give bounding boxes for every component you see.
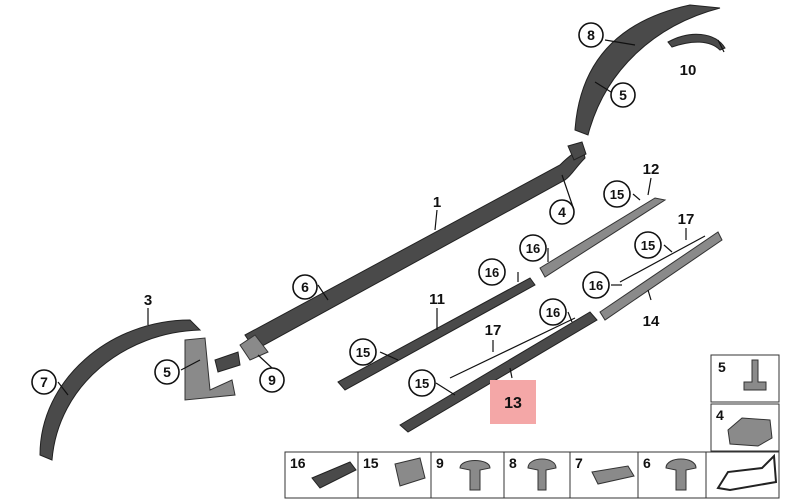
callout-3[interactable]: 3 bbox=[144, 292, 152, 309]
svg-text:4: 4 bbox=[558, 204, 566, 220]
svg-text:14: 14 bbox=[643, 313, 660, 330]
sill-end-bracket bbox=[239, 334, 269, 361]
strip-17-lower bbox=[449, 317, 576, 379]
svg-text:15: 15 bbox=[415, 376, 429, 391]
svg-text:5: 5 bbox=[619, 87, 627, 103]
svg-text:9: 9 bbox=[436, 455, 444, 471]
bottom-strip: 16 15 9 8 7 6 bbox=[284, 451, 780, 499]
callout-1[interactable]: 1 bbox=[433, 194, 441, 211]
callout-5-rear[interactable]: 5 bbox=[610, 82, 636, 108]
svg-text:13: 13 bbox=[504, 395, 522, 412]
highlight-box bbox=[490, 380, 536, 424]
svg-text:17: 17 bbox=[485, 322, 502, 339]
arch-strip-10 bbox=[667, 33, 726, 51]
callout-16-b[interactable]: 16 bbox=[478, 258, 506, 286]
svg-text:6: 6 bbox=[643, 455, 651, 471]
svg-text:5: 5 bbox=[163, 364, 171, 380]
svg-text:16: 16 bbox=[546, 305, 560, 320]
callout-8[interactable]: 8 bbox=[578, 22, 604, 48]
svg-text:7: 7 bbox=[40, 374, 48, 390]
callout-4[interactable]: 4 bbox=[549, 199, 575, 225]
callout-13[interactable]: 13 bbox=[490, 380, 536, 424]
push-pin-6-icon bbox=[665, 458, 697, 491]
arrow-icon bbox=[716, 453, 778, 492]
side-cell-5[interactable] bbox=[710, 354, 780, 403]
bottom-cell-9[interactable] bbox=[430, 451, 505, 499]
svg-text:15: 15 bbox=[610, 187, 624, 202]
callout-9[interactable]: 9 bbox=[259, 367, 285, 393]
svg-text:17: 17 bbox=[678, 211, 695, 228]
svg-text:16: 16 bbox=[589, 278, 603, 293]
callout-15-b[interactable]: 15 bbox=[408, 369, 436, 397]
callout-14[interactable]: 14 bbox=[643, 313, 660, 330]
bottom-cell-8[interactable] bbox=[503, 451, 571, 499]
arch-mount-bracket bbox=[184, 337, 236, 401]
callout-6[interactable]: 6 bbox=[292, 274, 318, 300]
svg-text:15: 15 bbox=[641, 238, 655, 253]
svg-text:11: 11 bbox=[429, 291, 445, 308]
svg-text:12: 12 bbox=[643, 161, 660, 178]
rivet-icon bbox=[743, 359, 767, 391]
svg-text:8: 8 bbox=[509, 455, 517, 471]
clip-15-icon bbox=[394, 457, 426, 487]
svg-text:7: 7 bbox=[575, 455, 583, 471]
clip-7-icon bbox=[591, 465, 635, 485]
clip-nut-icon bbox=[727, 417, 773, 447]
svg-text:16: 16 bbox=[485, 265, 499, 280]
svg-text:5: 5 bbox=[718, 359, 726, 375]
svg-text:4: 4 bbox=[716, 407, 724, 423]
svg-text:16: 16 bbox=[526, 241, 540, 256]
svg-text:15: 15 bbox=[356, 345, 370, 360]
svg-text:9: 9 bbox=[268, 372, 276, 388]
callout-17-b[interactable]: 17 bbox=[678, 211, 695, 228]
wheel-arch-rear bbox=[574, 4, 721, 136]
callout-5-front[interactable]: 5 bbox=[154, 359, 180, 385]
svg-text:16: 16 bbox=[290, 455, 306, 471]
svg-text:6: 6 bbox=[301, 279, 309, 295]
svg-text:1: 1 bbox=[433, 194, 441, 211]
side-sill-1 bbox=[244, 147, 586, 351]
side-strip: 5 4 bbox=[710, 354, 780, 452]
leader-lines bbox=[57, 39, 687, 396]
svg-text:8: 8 bbox=[587, 27, 595, 43]
callout-7[interactable]: 7 bbox=[31, 369, 57, 395]
clip-16-icon bbox=[311, 461, 357, 489]
callout-15-d[interactable]: 15 bbox=[634, 231, 662, 259]
callout-17-a[interactable]: 17 bbox=[485, 322, 502, 339]
moulding-13 bbox=[399, 311, 598, 433]
moulding-14 bbox=[599, 231, 723, 321]
bottom-cell-6[interactable] bbox=[637, 451, 707, 499]
callout-15-c[interactable]: 15 bbox=[603, 180, 631, 208]
strip-17-upper bbox=[619, 235, 706, 283]
moulding-12 bbox=[539, 197, 667, 278]
callout-16-a[interactable]: 16 bbox=[519, 234, 547, 262]
svg-text:10: 10 bbox=[680, 62, 697, 79]
push-pin-9-icon bbox=[459, 460, 491, 491]
moulding-11 bbox=[337, 277, 536, 391]
callout-16-d[interactable]: 16 bbox=[539, 298, 567, 326]
arch-clip-plate bbox=[214, 351, 241, 373]
sill-front-cap bbox=[567, 141, 587, 161]
callout-11[interactable]: 11 bbox=[429, 291, 445, 308]
callout-10[interactable]: 10 bbox=[680, 62, 697, 79]
callout-12[interactable]: 12 bbox=[643, 161, 660, 178]
push-pin-8-icon bbox=[527, 458, 557, 491]
callout-15-a[interactable]: 15 bbox=[349, 338, 377, 366]
svg-text:15: 15 bbox=[363, 455, 379, 471]
svg-text:3: 3 bbox=[144, 292, 152, 309]
part10-pin bbox=[717, 39, 725, 53]
callout-16-c[interactable]: 16 bbox=[582, 271, 610, 299]
